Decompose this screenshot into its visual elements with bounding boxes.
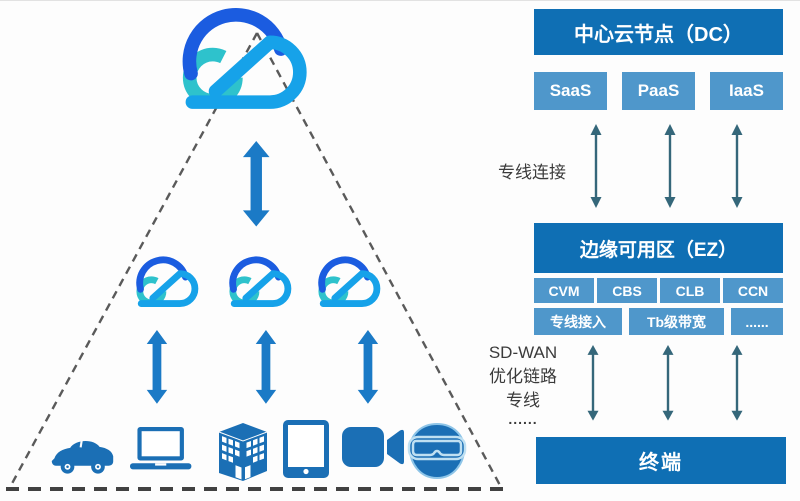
sdwan-label-line1: SD-WAN xyxy=(488,343,558,362)
sdwan-label-line3: 专线 xyxy=(506,391,540,410)
tablet-icon xyxy=(283,420,329,478)
iaas-box: IaaS xyxy=(710,72,783,110)
edge-cloud-icon-3 xyxy=(322,260,377,304)
feature-cell-tb-bandwidth: Tb级带宽 xyxy=(629,308,724,335)
edge-cloud-icon-2 xyxy=(233,260,288,304)
edge-to-device-arrow-3 xyxy=(357,330,379,404)
ez-terminal-link-arrow-3 xyxy=(730,343,744,422)
service-cell-clb: CLB xyxy=(660,278,720,303)
vr-headset-icon xyxy=(407,422,467,480)
feature-cell-dedicated-access: 专线接入 xyxy=(534,308,622,335)
core-to-edge-arrow xyxy=(242,141,270,227)
car-icon xyxy=(51,440,114,474)
service-cell-cbs: CBS xyxy=(597,278,657,303)
dc-node-box: 中心云节点（DC） xyxy=(534,9,783,55)
service-cell-cvm: CVM xyxy=(534,278,594,303)
ez-features-row: 专线接入 Tb级带宽 ...... xyxy=(534,308,783,335)
service-cell-ccn: CCN xyxy=(723,278,783,303)
saas-box: SaaS xyxy=(534,72,607,110)
dc-ez-link-arrow-2 xyxy=(663,122,677,210)
dc-ez-link-arrow-3 xyxy=(730,122,744,210)
ez-services-row: CVM CBS CLB CCN xyxy=(534,278,783,303)
dots-label: ...... xyxy=(508,411,538,427)
dedicated-line-label: 专线连接 xyxy=(498,163,566,182)
terminal-box: 终端 xyxy=(536,437,786,484)
feature-cell-more: ...... xyxy=(731,308,783,335)
paas-box: PaaS xyxy=(622,72,695,110)
dc-ez-link-arrow-1 xyxy=(589,122,603,210)
building-icon xyxy=(218,423,268,481)
laptop-icon xyxy=(130,427,192,470)
ez-terminal-link-arrow-1 xyxy=(586,343,600,422)
sdwan-label-line2: 优化链路 xyxy=(489,367,557,386)
video-camera-icon xyxy=(342,427,404,467)
central-cloud-icon xyxy=(189,15,299,102)
pyramid-dashed-border xyxy=(6,32,506,491)
edge-to-device-arrow-1 xyxy=(146,330,168,404)
ez-zone-box: 边缘可用区（EZ） xyxy=(534,223,783,273)
ez-terminal-link-arrow-2 xyxy=(661,343,675,422)
sdwan-label: SD-WAN 优化链路 专线 xyxy=(468,341,578,413)
edge-to-device-arrow-2 xyxy=(255,330,277,404)
edge-cloud-icon-1 xyxy=(140,260,195,304)
